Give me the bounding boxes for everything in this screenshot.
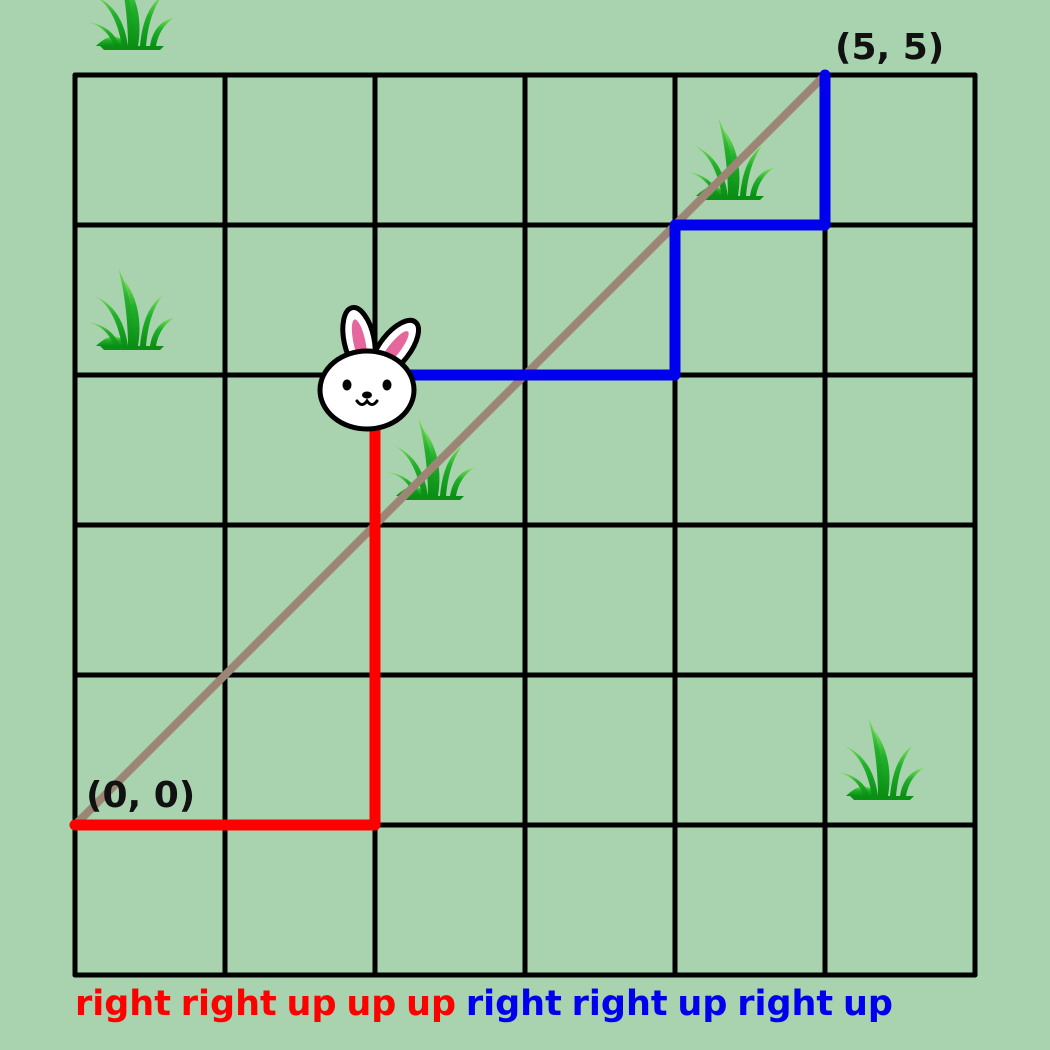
- grid-lines: [72, 72, 978, 978]
- origin-label: (0, 0): [86, 775, 195, 816]
- target-label: (5, 5): [835, 27, 944, 68]
- grass-icon: [686, 118, 774, 200]
- move-word: up: [842, 984, 893, 1024]
- grass-icon: [836, 718, 924, 800]
- move-word: right: [737, 984, 834, 1024]
- route-paths: [69, 69, 831, 831]
- grass-icon: [386, 418, 474, 500]
- move-word: up: [677, 984, 728, 1024]
- blue-path: [369, 69, 831, 381]
- red-path: [69, 369, 381, 831]
- grass-icon: [86, 0, 174, 50]
- diagonal-line: [71, 71, 829, 829]
- move-word: up: [346, 984, 397, 1024]
- move-word: right: [75, 984, 171, 1024]
- move-word: right: [180, 984, 277, 1024]
- move-word: right: [571, 984, 668, 1024]
- move-word: up: [406, 984, 457, 1024]
- move-word: up: [286, 984, 337, 1024]
- grass-icon: [86, 268, 174, 350]
- rabbit-icon: [317, 305, 422, 432]
- move-word: right: [465, 984, 562, 1024]
- diagonal-segment: [71, 71, 829, 829]
- rabbit-face-icon: [317, 305, 422, 432]
